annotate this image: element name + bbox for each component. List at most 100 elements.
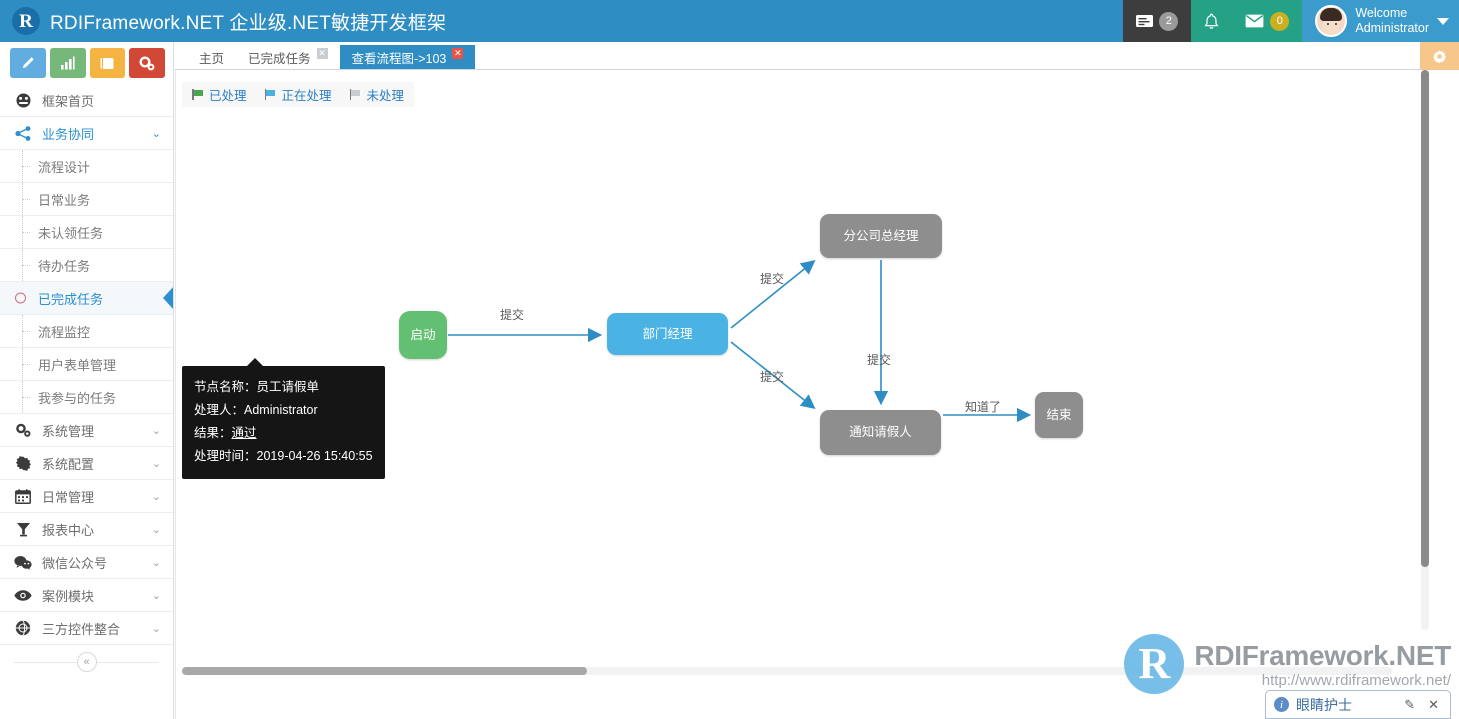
app-title: RDIFramework.NET 企业级.NET敏捷开发框架 [50, 12, 447, 34]
chevron-down-icon[interactable]: ⌄ [151, 457, 161, 470]
tab-close-icon[interactable]: ✕ [316, 47, 328, 59]
sidebar-collapse-button[interactable]: « [76, 652, 97, 672]
quick-chart-button[interactable] [49, 48, 86, 78]
sidebar-group-label: 报表中心 [42, 522, 95, 538]
brand-logo-icon: R [12, 7, 40, 35]
sidebar-sub-list: 流程设计日常业务未认领任务待办任务已完成任务流程监控用户表单管理我参与的任务 [0, 150, 173, 414]
sidebar-group-3[interactable]: 日常管理 ⌄ [0, 480, 173, 513]
tooltip-row-label: 节点名称： [194, 380, 257, 394]
flow-node-label: 通知请假人 [849, 425, 912, 439]
tasks-button[interactable]: 2 [1123, 0, 1192, 42]
legend-label: 正在处理 [281, 89, 332, 103]
edge-label-dept-branch: 提交 [760, 272, 785, 286]
chevron-down-icon[interactable]: ⌄ [151, 622, 161, 635]
chevron-down-icon[interactable] [1437, 17, 1449, 25]
quick-book-button[interactable] [89, 48, 126, 78]
tab-close-icon[interactable]: ✕ [452, 47, 464, 59]
flow-node-label: 部门经理 [642, 326, 693, 341]
sidebar-item-5[interactable]: 已完成任务 [0, 282, 173, 315]
sidebar-item-1[interactable]: 流程设计 [0, 150, 173, 183]
flow-node-branch[interactable]: 分公司总经理 [820, 214, 942, 258]
sidebar-group-7[interactable]: 三方控件整合 ⌄ [0, 612, 173, 645]
dashboard-icon [14, 93, 32, 108]
flow-node-dept[interactable]: 部门经理 [607, 313, 728, 355]
tasks-icon [1136, 14, 1154, 28]
flow-node-start[interactable]: 启动 [399, 311, 447, 359]
chevron-down-icon[interactable]: ⌄ [151, 556, 161, 569]
edge-label-dept-notify: 提交 [760, 370, 785, 384]
flow-node-notify[interactable]: 通知请假人 [820, 410, 941, 455]
sidebar-item-2[interactable]: 日常业务 [0, 183, 173, 216]
chevron-down-icon[interactable]: ⌄ [151, 589, 161, 602]
legend-item-green: 已处理 [192, 85, 247, 104]
sidebar-collapse-row: « [0, 645, 173, 679]
sidebar-group-business[interactable]: 业务协同 ⌄ [0, 117, 173, 150]
avatar [1315, 5, 1348, 37]
horizontal-scrollbar-thumb[interactable] [182, 667, 587, 675]
top-header: R RDIFramework.NET 企业级.NET敏捷开发框架 2 0 [0, 0, 1459, 42]
flag-icon-green [192, 89, 204, 100]
sidebar-item-3[interactable]: 未认领任务 [0, 216, 173, 249]
tooltip-row-value: 2019-04-26 15:40:55 [256, 449, 373, 463]
circle-icon [15, 292, 26, 304]
flow-edges [448, 259, 1032, 423]
edge-dept-branch [730, 259, 816, 329]
eye-nurse-minimize-icon[interactable]: ✎ [1404, 696, 1416, 712]
sidebar-group-business-label: 业务协同 [42, 126, 95, 142]
vertical-scrollbar[interactable] [1421, 70, 1429, 630]
chevron-down-icon[interactable]: ⌄ [151, 523, 161, 536]
sidebar-item-label: 用户表单管理 [38, 357, 117, 373]
page-settings-button[interactable] [1420, 42, 1459, 70]
sidebar-group-6[interactable]: 案例模块⌄ [0, 579, 173, 612]
sidebar-item-label: 已完成任务 [38, 291, 104, 307]
sidebar-item-label: 流程设计 [38, 159, 91, 175]
horizontal-scrollbar[interactable] [182, 667, 1392, 675]
sidebar-group-label: 三方控件整合 [42, 621, 121, 637]
notifications-button[interactable] [1191, 0, 1233, 42]
content-left-divider [175, 70, 176, 719]
tab-2[interactable]: 已完成任务✕ [236, 45, 340, 69]
sidebar-item-7[interactable]: 用户表单管理 [0, 348, 173, 381]
sidebar-item-8[interactable]: 我参与的任务 [0, 381, 173, 414]
sidebar-item-6[interactable]: 流程监控 [0, 315, 173, 348]
chevron-down-icon[interactable]: ⌄ [151, 127, 161, 140]
welcome-line2: Administrator [1355, 21, 1429, 35]
info-icon: i [1274, 697, 1289, 712]
tab-list: 主页已完成任务✕查看流程图->103✕ [187, 45, 476, 69]
tab-1[interactable]: 主页 [187, 45, 236, 69]
brand: R RDIFramework.NET 企业级.NET敏捷开发框架 [0, 0, 600, 42]
sidebar-group-label: 日常管理 [42, 489, 95, 505]
quick-pencil-button[interactable] [10, 48, 46, 78]
sidebar-item-4[interactable]: 待办任务 [0, 249, 173, 282]
eye-nurse-popup[interactable]: i 眼睛护士 ✎ ✕ [1265, 690, 1451, 719]
sidebar-group-2[interactable]: 系统配置⌄ [0, 447, 173, 480]
sidebar-group-5[interactable]: 微信公众号⌄ [0, 546, 173, 579]
header-actions: 2 0 Welcome Administ [1123, 0, 1459, 42]
chevron-down-icon[interactable]: ⌄ [151, 490, 161, 503]
bell-icon [1204, 13, 1219, 30]
legend-list: 已处理正在处理未处理 [192, 85, 404, 104]
share-icon [14, 125, 32, 141]
chevron-down-icon[interactable]: ⌄ [151, 424, 161, 437]
vertical-scrollbar-thumb[interactable] [1421, 70, 1429, 567]
mail-button[interactable]: 0 [1232, 0, 1303, 42]
user-menu[interactable]: Welcome Administrator [1302, 0, 1459, 42]
flow-node-end[interactable]: 结束 [1035, 392, 1083, 438]
tooltip-row: 处理人：Administrator [194, 399, 373, 422]
sidebar-item-home[interactable]: 框架首页 [0, 84, 173, 117]
header-spacer [600, 0, 1123, 42]
welcome-line1: Welcome [1355, 6, 1408, 20]
sidebar-group-1[interactable]: 系统管理 ⌄ [0, 414, 173, 447]
flow-node-label: 结束 [1046, 407, 1072, 422]
sidebar-group-label: 系统管理 [42, 423, 95, 439]
tooltip-row-value: 通过 [231, 426, 257, 440]
eye-nurse-title: 眼睛护士 [1296, 696, 1352, 713]
tooltip-row: 结果：通过 [194, 422, 373, 445]
tab-3[interactable]: 查看流程图->103✕ [339, 45, 476, 69]
sidebar-group-4[interactable]: 报表中心 ⌄ [0, 513, 173, 546]
flow-canvas[interactable]: 启动部门经理分公司总经理通知请假人结束 提交提交提交提交知道了 节点名称：员工请… [175, 70, 1459, 690]
eye-nurse-close-icon[interactable]: ✕ [1428, 696, 1439, 712]
quick-settings-button[interactable] [129, 48, 165, 78]
